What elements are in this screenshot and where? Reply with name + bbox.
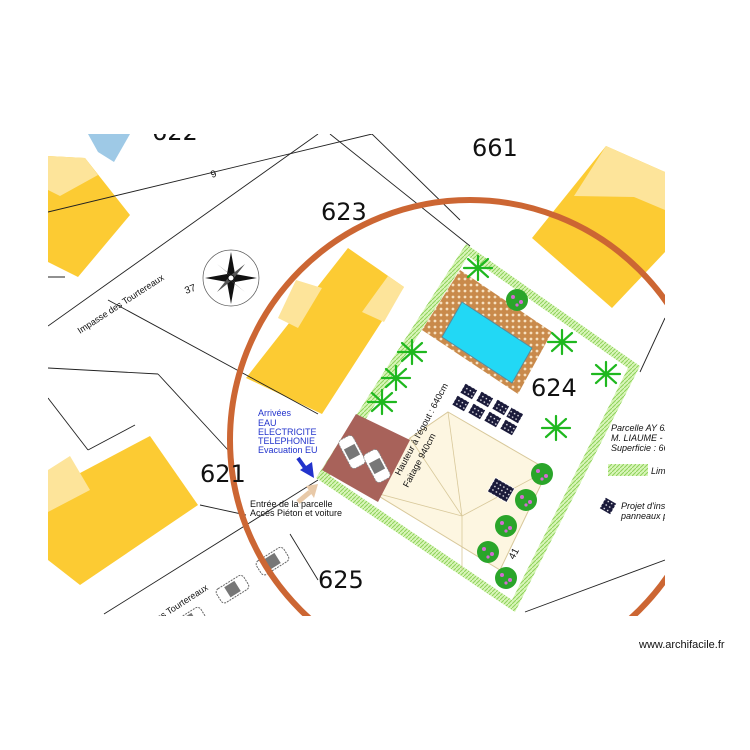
networks-line-1: Arrivées [258, 408, 292, 418]
street-name-upper: Impasse des Tourtereaux [76, 272, 166, 336]
property-624 [316, 244, 640, 612]
parcel-661-label: 661 [472, 134, 518, 162]
map-area: 622 661 623 624 621 625 Impasse des Tour… [48, 118, 730, 616]
parked-cars [172, 546, 290, 616]
entrance-arrow-icon [296, 484, 318, 504]
legend-limits-label: Limites de propriété [651, 466, 730, 476]
compass-rose-icon [202, 249, 260, 307]
networks-line-2: EAU [258, 418, 277, 428]
roof-661 [532, 146, 665, 308]
house-number-41: 41 [507, 546, 522, 561]
entrance-line-1: Entrée de la parcelle [250, 499, 333, 509]
networks-label: Arrivées EAU ELECTRICITE TELEPHONIE Evac… [258, 408, 318, 455]
parcel-625-label: 625 [318, 566, 364, 594]
palm-trees [366, 254, 622, 442]
parcel-info: Parcelle AY 624 M. LIAUME - Mme MORENO S… [611, 423, 728, 453]
entrance-line-2: Accès Piéton et voiture [250, 508, 342, 518]
legend-solar-panel-icon [599, 497, 617, 515]
entrance-label: Entrée de la parcelle Accès Piéton et vo… [250, 499, 342, 518]
networks-line-5: Evacuation EU [258, 445, 318, 455]
roof-left-top [48, 156, 130, 277]
credit-watermark: www.archifacile.fr [639, 639, 725, 651]
roof-621 [48, 436, 198, 585]
legend: Limites de propriété Projet d'installati… [599, 464, 730, 521]
roof-622-top [88, 134, 130, 162]
roof-623 [246, 248, 404, 414]
networks-line-4: TELEPHONIE [258, 436, 315, 446]
house-number-37: 37 [183, 283, 198, 297]
parcel-621-label: 621 [200, 460, 246, 488]
parcel-622-label: 622 [152, 118, 198, 146]
network-arrow-icon [296, 456, 314, 478]
legend-solar-line-2: panneaux photovoltaïques [620, 511, 727, 521]
flowering-bushes [477, 289, 553, 589]
parcel-info-line-2: M. LIAUME - Mme MORENO [611, 433, 728, 443]
cadastre-lines [48, 134, 665, 615]
legend-hedge-swatch [608, 464, 648, 476]
solar-panels [451, 382, 524, 503]
parcel-info-line-1: Parcelle AY 624 [611, 423, 674, 433]
parcel-info-line-3: Superficie : 666m2 [611, 443, 686, 453]
distance-circle [227, 197, 665, 616]
legend-solar-line-1: Projet d'installation de [621, 501, 709, 511]
networks-line-3: ELECTRICITE [258, 427, 317, 437]
parcel-623-label: 623 [321, 198, 367, 226]
house-number-9: 9 [209, 168, 218, 180]
parcel-624-label: 624 [531, 374, 577, 402]
swimming-pool [441, 301, 533, 384]
